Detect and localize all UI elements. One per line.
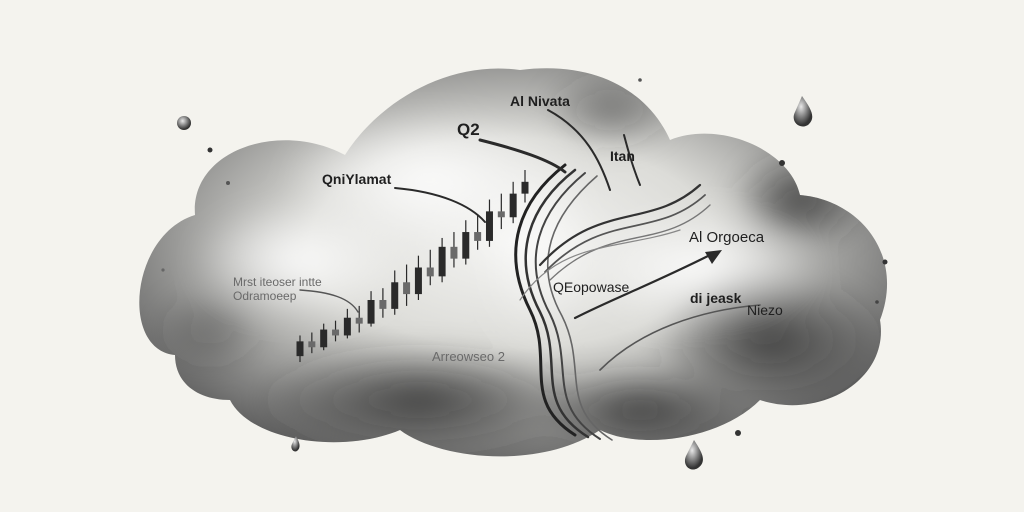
label-qeopowase: QEopowase xyxy=(553,279,630,295)
candle-body xyxy=(521,181,529,194)
candle-body xyxy=(403,282,411,295)
ribbon-stroke xyxy=(538,183,702,267)
ribbon-stroke xyxy=(524,168,590,439)
label-qniylamat: QniYlamat xyxy=(322,171,392,187)
candle-body xyxy=(367,300,375,324)
label-ai-nivata: Al Nivata xyxy=(510,93,570,109)
ink-dot xyxy=(207,147,213,153)
candle-body xyxy=(379,300,387,309)
label-di-jeask: di jeask xyxy=(690,290,742,306)
candle-body xyxy=(414,267,422,295)
ink-dot xyxy=(226,181,230,185)
droplet xyxy=(684,440,703,470)
ink-dot xyxy=(779,160,785,166)
candlestick-series xyxy=(296,170,529,363)
ink-dot xyxy=(875,300,879,304)
leader-line xyxy=(547,109,611,191)
label-niezo: Niezo xyxy=(747,302,783,318)
candle-body xyxy=(355,317,363,324)
ink-dot xyxy=(882,259,888,265)
candle-body xyxy=(343,317,351,336)
candle-body xyxy=(438,246,446,277)
ribbon-stroke xyxy=(549,204,711,281)
candle-body xyxy=(462,232,470,259)
leader-line xyxy=(394,187,486,223)
candle-body xyxy=(426,267,434,277)
leader-line xyxy=(623,134,641,186)
ribbon-stroke xyxy=(547,175,613,441)
droplet xyxy=(291,436,300,452)
leader-line xyxy=(299,289,359,313)
candle-body xyxy=(474,232,482,241)
label-ai-orgoeca: Al Orgoeca xyxy=(689,229,765,246)
candle-body xyxy=(296,341,304,357)
candle-body xyxy=(391,282,399,309)
candle-body xyxy=(509,193,517,218)
candle-body xyxy=(485,211,493,241)
ink-drops xyxy=(161,78,888,470)
arrow-head xyxy=(705,250,722,264)
ink-dot xyxy=(161,268,165,272)
ink-dot xyxy=(735,430,741,436)
label-mrest-line2: Odramoeep xyxy=(233,289,297,303)
candle-body xyxy=(450,246,458,259)
candle-body xyxy=(497,211,505,218)
candle-body xyxy=(332,329,340,336)
ink-dot xyxy=(177,116,191,130)
candle-body xyxy=(308,341,316,348)
ribbon-stroke xyxy=(514,163,577,437)
label-itan: Itan xyxy=(610,148,635,164)
ribbon-stroke xyxy=(534,172,601,440)
label-mrest-line1: Mrst iteoser intte xyxy=(233,275,322,289)
leader-line xyxy=(599,304,761,371)
flow-ribbons xyxy=(514,163,711,441)
droplet xyxy=(793,96,813,127)
label-arrewseo: Arreowseo 2 xyxy=(432,349,505,364)
leader-line xyxy=(478,138,567,174)
ribbon-stroke xyxy=(544,194,706,273)
ink-dot xyxy=(638,78,642,82)
leader-line xyxy=(573,253,712,320)
ribbon-stroke xyxy=(519,229,681,301)
leader-lines xyxy=(299,109,761,371)
label-q2: Q2 xyxy=(457,120,480,139)
candle-body xyxy=(320,329,328,348)
